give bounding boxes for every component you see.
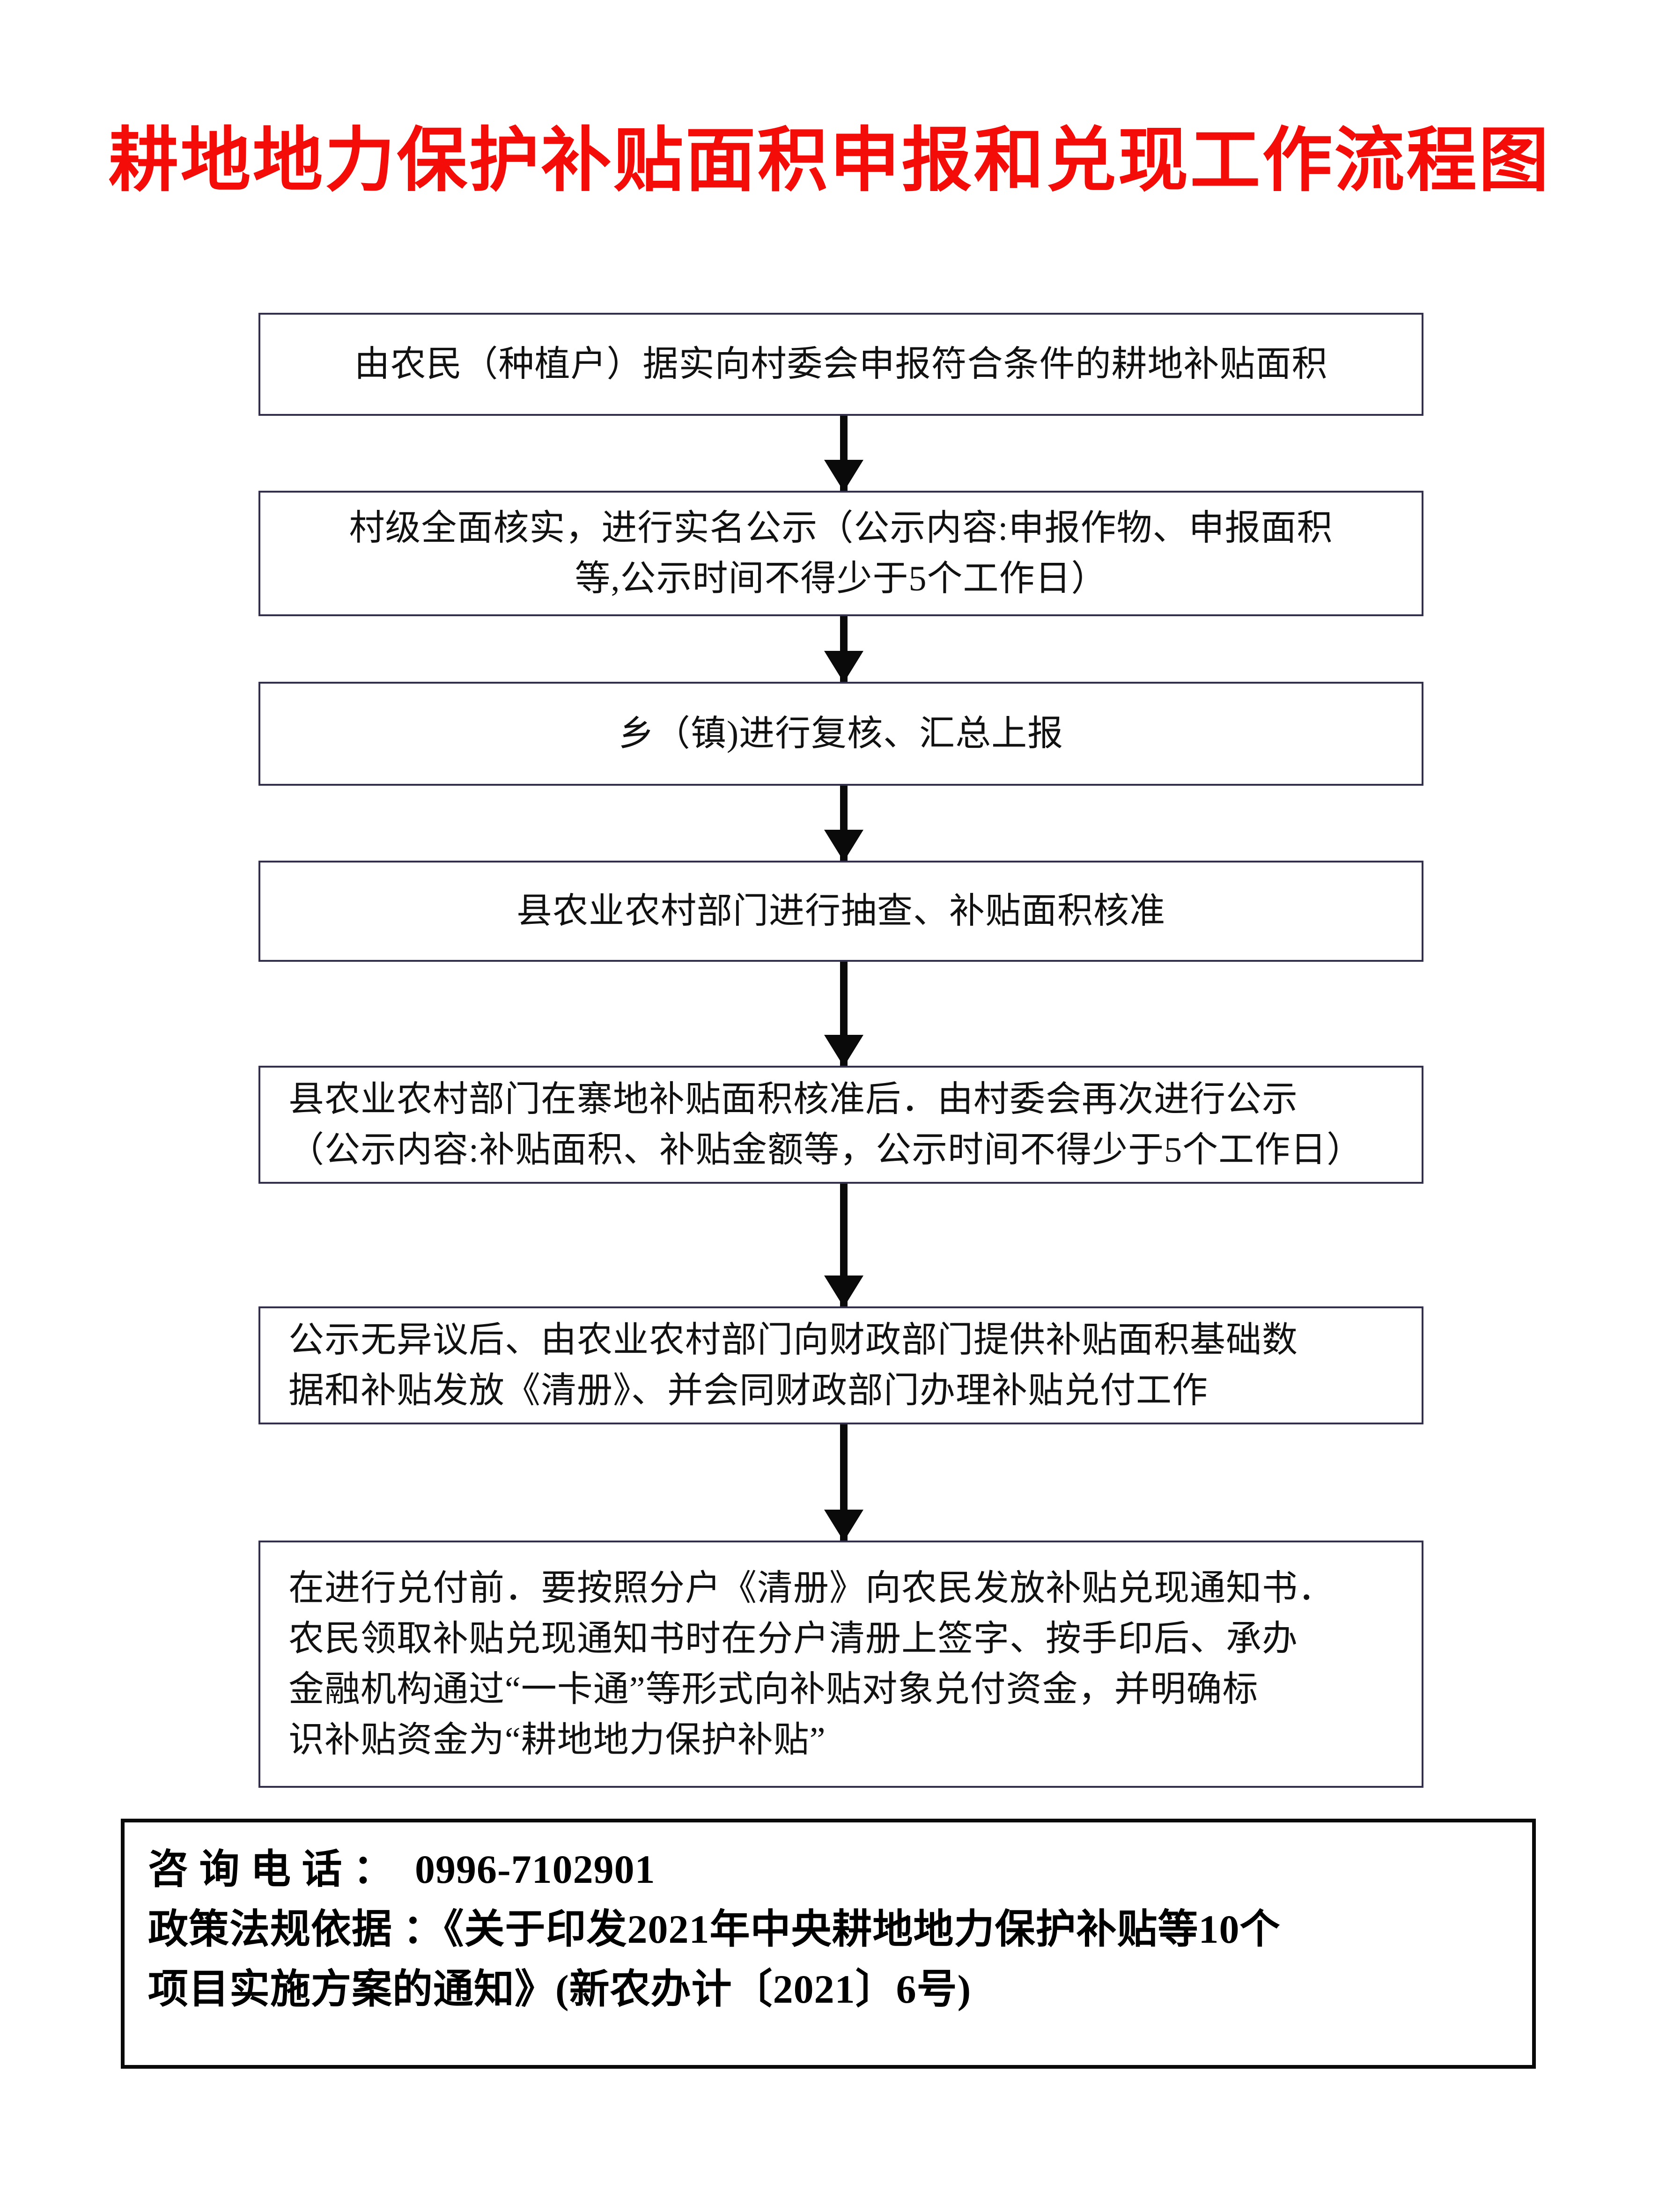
footer-phone-line: 咨 询 电 话 ： 0996-7102901 xyxy=(148,1847,656,1892)
flow-arrow-1-icon xyxy=(840,416,848,491)
flow-node-6-line-2: 据和补贴发放《清册》、并会同财政部门办理补贴兑付工作 xyxy=(288,1371,1208,1410)
flow-arrow-2-icon xyxy=(840,616,848,682)
flow-node-7: 在进行兑付前．要按照分户《清册》向农民发放补贴兑现通知书． 农民领取补贴兑现通知… xyxy=(258,1541,1423,1788)
flow-node-3: 乡（镇)进行复核、汇总上报 xyxy=(258,682,1423,786)
footer-policy-line-1: 政策法规依据 ：《关于印发2021年中央耕地地力保护补贴等10个 xyxy=(148,1907,1281,1952)
flow-node-1-line-1: 由农民（种植户）据实向村委会申报符合条件的耕地补贴面积 xyxy=(354,345,1328,384)
flow-node-6: 公示无异议后、由农业农村部门向财政部门提供补贴面积基础数 据和补贴发放《清册》、… xyxy=(258,1306,1423,1424)
flow-arrow-3-icon xyxy=(840,786,848,861)
footer-info-box: 咨 询 电 话 ： 0996-7102901 政策法规依据 ：《关于印发2021… xyxy=(121,1819,1536,2069)
flow-node-7-line-3: 金融机构通过“一卡通”等形式向补贴对象兑付资金，并明确标 xyxy=(288,1670,1259,1709)
flow-node-7-line-1: 在进行兑付前．要按照分户《清册》向农民发放补贴兑现通知书． xyxy=(288,1569,1334,1608)
flow-node-2: 村级全面核实，进行实名公示（公示内容:申报作物、申报面积 等,公示时间不得少于5… xyxy=(258,491,1423,616)
flow-node-4: 县农业农村部门进行抽查、补贴面积核准 xyxy=(258,861,1423,962)
flow-arrow-5-icon xyxy=(840,1184,848,1306)
page-title: 耕地地力保护补贴面积申报和兑现工作流程图 xyxy=(108,119,1551,201)
footer-policy-line-2: 项目实施方案的通知》(新农办计〔2021〕6号) xyxy=(148,1967,972,2012)
flow-node-1: 由农民（种植户）据实向村委会申报符合条件的耕地补贴面积 xyxy=(258,313,1423,416)
flow-node-5: 县农业农村部门在寨地补贴面积核准后．由村委会再次进行公示 （公示内容:补贴面积、… xyxy=(258,1066,1423,1184)
flow-node-2-line-2: 等,公示时间不得少于5个工作日） xyxy=(575,559,1107,598)
flow-node-5-line-2: （公示内容:补贴面积、补贴金额等，公示时间不得少于5个工作日） xyxy=(288,1130,1363,1170)
flow-node-6-line-1: 公示无异议后、由农业农村部门向财政部门提供补贴面积基础数 xyxy=(288,1320,1298,1360)
flow-node-4-line-1: 县农业农村部门进行抽查、补贴面积核准 xyxy=(516,892,1165,931)
flow-node-7-line-2: 农民领取补贴兑现通知书时在分户清册上签字、按手印后、承办 xyxy=(288,1619,1298,1659)
flow-node-3-line-1: 乡（镇)进行复核、汇总上报 xyxy=(618,714,1064,753)
flow-arrow-4-icon xyxy=(840,962,848,1066)
flow-node-2-line-1: 村级全面核实，进行实名公示（公示内容:申报作物、申报面积 xyxy=(349,509,1333,548)
flow-arrow-6-icon xyxy=(840,1424,848,1541)
flow-node-5-line-1: 县农业农村部门在寨地补贴面积核准后．由村委会再次进行公示 xyxy=(288,1080,1298,1119)
flow-node-7-line-4: 识补贴资金为“耕地地力保护补贴” xyxy=(288,1720,826,1760)
